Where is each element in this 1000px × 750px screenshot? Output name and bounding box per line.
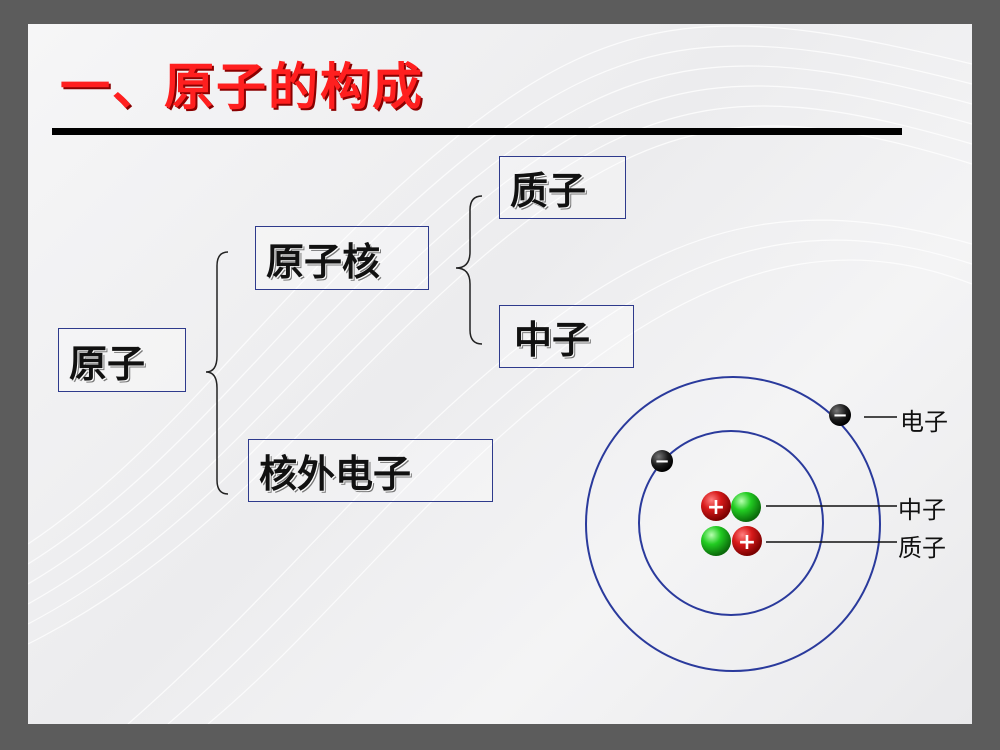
box-neutron-label: 中子 [514, 318, 591, 362]
slide: 一、原子的构成 原子 原子核 质子 中子 核外电子 [28, 24, 972, 724]
title-underline [52, 128, 902, 135]
background-waves [28, 25, 972, 724]
box-nucleus: 原子核 [255, 226, 429, 290]
box-atom: 原子 [58, 328, 186, 392]
proton-label: 质子 [898, 534, 946, 562]
proton-bottom [732, 526, 762, 556]
box-atom-label: 原子 [69, 341, 146, 386]
box-nucleus-label: 原子核 [266, 239, 381, 284]
neutron-label: 中子 [898, 496, 946, 524]
box-proton-label: 质子 [510, 169, 587, 213]
box-electrons-label: 核外电子 [259, 452, 412, 496]
electron-label: 电子 [900, 408, 948, 436]
box-proton: 质子 [499, 156, 626, 219]
electron-outer-sign: − [832, 405, 847, 426]
box-neutron: 中子 [499, 305, 634, 368]
proton-bottom-sign: + [738, 530, 756, 555]
electron-inner [651, 450, 673, 472]
neutron-top [731, 492, 761, 522]
nucleus: + + [701, 491, 762, 556]
tree-braces [205, 195, 483, 495]
outer-orbit [585, 376, 881, 672]
brace-atom [205, 251, 229, 495]
electron-inner-sign: − [654, 451, 669, 472]
brace-nucleus [455, 195, 483, 345]
box-electrons: 核外电子 [248, 439, 493, 502]
neutron-bottom [701, 526, 731, 556]
proton-top-sign: + [707, 495, 725, 520]
inner-orbit [638, 430, 824, 616]
proton-top [701, 491, 731, 521]
atom-diagram: + + − − [585, 376, 897, 672]
slide-title: 一、原子的构成 [60, 58, 424, 116]
electron-outer [829, 404, 851, 426]
